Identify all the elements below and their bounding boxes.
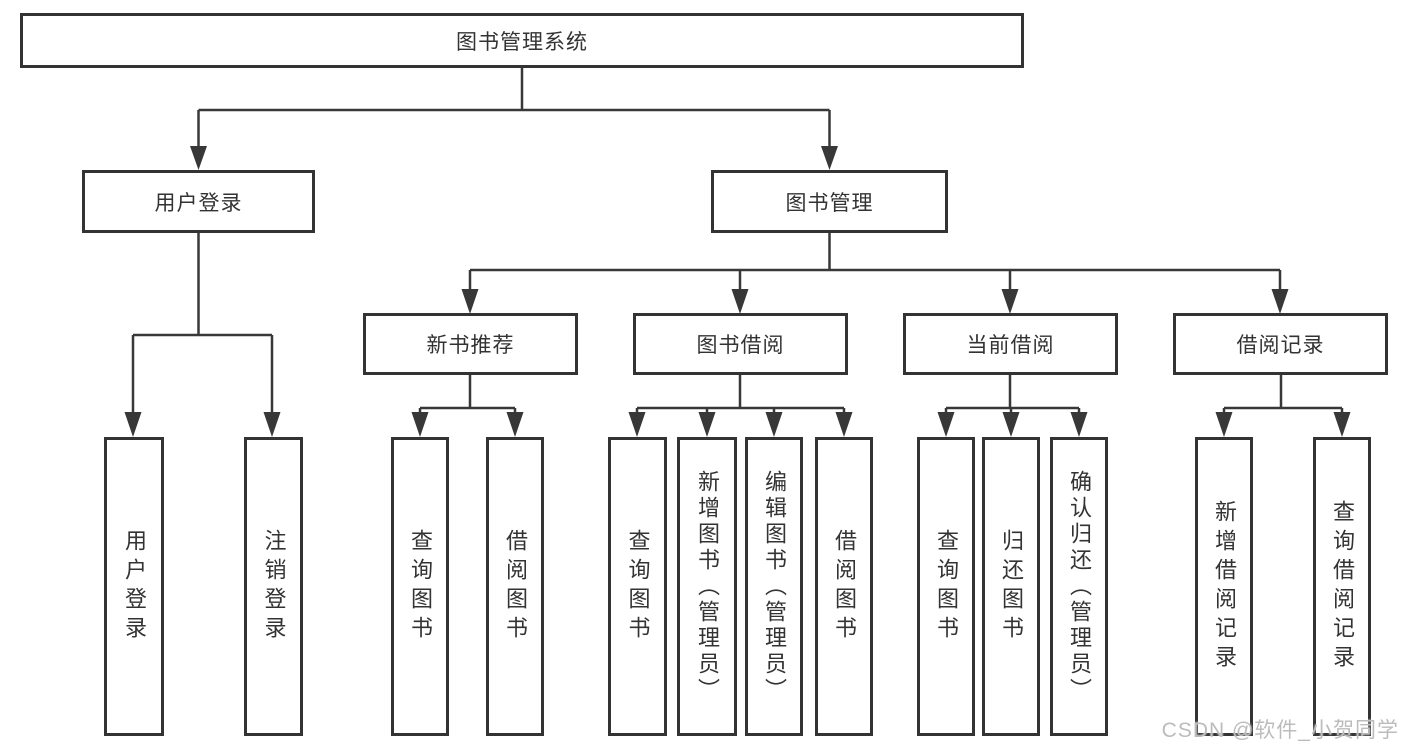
leaf-query-borrow-record: 查询借阅记录 — [1313, 437, 1371, 736]
csdn-watermark: CSDN @软件_小贺同学 — [1161, 719, 1399, 742]
node-current-borrow: 当前借阅 — [903, 313, 1118, 375]
leaf-confirm-return-admin: 确认归还（管理员） — [1050, 437, 1108, 736]
leaf-logout: 注销登录 — [244, 437, 303, 736]
leaf-query-books-current: 查询图书 — [917, 437, 975, 736]
node-root-system: 图书管理系统 — [20, 13, 1024, 68]
leaf-user-login: 用户登录 — [104, 437, 164, 736]
leaf-add-borrow-record: 新增借阅记录 — [1195, 437, 1253, 736]
leaf-query-books-borrow: 查询图书 — [608, 437, 667, 736]
leaf-edit-book-admin: 编辑图书（管理员） — [745, 437, 803, 736]
leaf-return-books: 归还图书 — [982, 437, 1040, 736]
node-new-book-recommend: 新书推荐 — [363, 313, 578, 375]
node-book-borrow: 图书借阅 — [633, 313, 848, 375]
leaf-add-book-admin: 新增图书（管理员） — [677, 437, 737, 736]
leaf-query-books-recommend: 查询图书 — [391, 437, 449, 736]
node-user-login: 用户登录 — [82, 170, 315, 233]
node-book-management: 图书管理 — [711, 170, 948, 233]
node-borrow-records: 借阅记录 — [1173, 313, 1388, 375]
leaf-borrow-books-recommend: 借阅图书 — [486, 437, 544, 736]
leaf-borrow-books: 借阅图书 — [815, 437, 873, 736]
